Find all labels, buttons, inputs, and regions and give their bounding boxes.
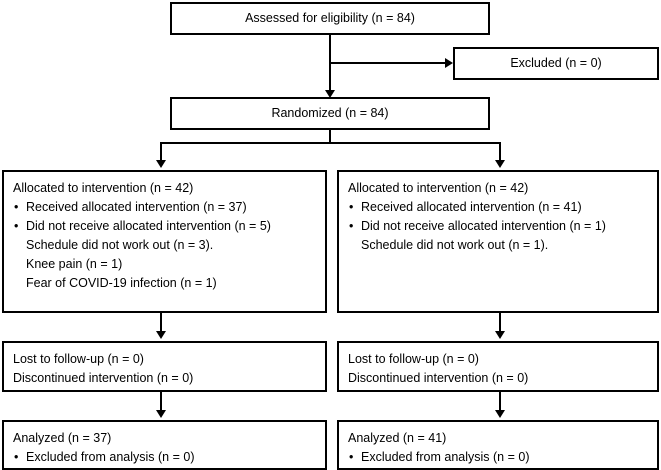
excluded-label: Excluded (n = 0) <box>510 56 602 70</box>
followup-left-box: Lost to follow-up (n = 0) Discontinued i… <box>2 341 327 392</box>
connector-to-excluded <box>330 62 445 64</box>
assessed-for-eligibility-label: Assessed for eligibility (n = 84) <box>245 11 415 25</box>
connector-randomized-left-drop <box>160 142 162 162</box>
followup-left-discontinued: Discontinued intervention (n = 0) <box>13 371 194 385</box>
assessed-for-eligibility-box: Assessed for eligibility (n = 84) <box>170 2 490 35</box>
analysis-left-heading: Analyzed (n = 37) <box>13 431 112 445</box>
allocation-right-heading: Allocated to intervention (n = 42) <box>348 181 529 195</box>
excluded-box: Excluded (n = 0) <box>453 47 659 80</box>
arrow-randomized-to-right-allocation <box>495 160 505 168</box>
arrow-randomized-to-left-allocation <box>156 160 166 168</box>
followup-left-lost: Lost to follow-up (n = 0) <box>13 352 144 366</box>
analysis-right-box: Analyzed (n = 41) Excluded from analysis… <box>337 420 659 470</box>
followup-right-box: Lost to follow-up (n = 0) Discontinued i… <box>337 341 659 392</box>
arrow-left-followup-to-analysis <box>156 410 166 418</box>
analysis-left-box: Analyzed (n = 37) Excluded from analysis… <box>2 420 327 470</box>
randomized-label: Randomized (n = 84) <box>271 106 389 120</box>
connector-randomized-right-drop <box>499 142 501 162</box>
allocation-left-reason-schedule: Schedule did not work out (n = 3). <box>26 238 214 252</box>
connector-left-followup-to-analysis <box>160 392 162 412</box>
connector-randomized-split <box>160 142 501 144</box>
allocation-right-reason-schedule: Schedule did not work out (n = 1). <box>361 238 549 252</box>
connector-right-followup-to-analysis <box>499 392 501 412</box>
allocation-left-bullet-not-received: Did not receive allocated intervention (… <box>13 217 325 236</box>
connector-left-allocation-to-followup <box>160 313 162 333</box>
analysis-right-bullet-excluded: Excluded from analysis (n = 0) <box>348 448 657 467</box>
allocation-left-heading: Allocated to intervention (n = 42) <box>13 181 194 195</box>
allocation-right-bullet-received: Received allocated intervention (n = 41) <box>348 198 657 217</box>
analysis-right-heading: Analyzed (n = 41) <box>348 431 447 445</box>
followup-right-discontinued: Discontinued intervention (n = 0) <box>348 371 529 385</box>
allocation-left-reason-covid-fear: Fear of COVID-19 infection (n = 1) <box>26 276 217 290</box>
followup-right-lost: Lost to follow-up (n = 0) <box>348 352 479 366</box>
allocation-left-reason-knee-pain: Knee pain (n = 1) <box>26 257 123 271</box>
connector-randomized-stem <box>329 130 331 144</box>
allocation-right-box: Allocated to intervention (n = 42) Recei… <box>337 170 659 313</box>
connector-assessed-to-randomized <box>329 35 331 93</box>
arrow-left-allocation-to-followup <box>156 331 166 339</box>
connector-right-allocation-to-followup <box>499 313 501 333</box>
analysis-left-bullet-excluded: Excluded from analysis (n = 0) <box>13 448 325 467</box>
allocation-left-bullet-received: Received allocated intervention (n = 37) <box>13 198 325 217</box>
arrow-to-excluded <box>445 58 453 68</box>
allocation-right-bullet-not-received: Did not receive allocated intervention (… <box>348 217 657 236</box>
allocation-left-box: Allocated to intervention (n = 42) Recei… <box>2 170 327 313</box>
randomized-box: Randomized (n = 84) <box>170 97 490 130</box>
arrow-assessed-to-randomized <box>325 90 335 98</box>
arrow-right-allocation-to-followup <box>495 331 505 339</box>
arrow-right-followup-to-analysis <box>495 410 505 418</box>
